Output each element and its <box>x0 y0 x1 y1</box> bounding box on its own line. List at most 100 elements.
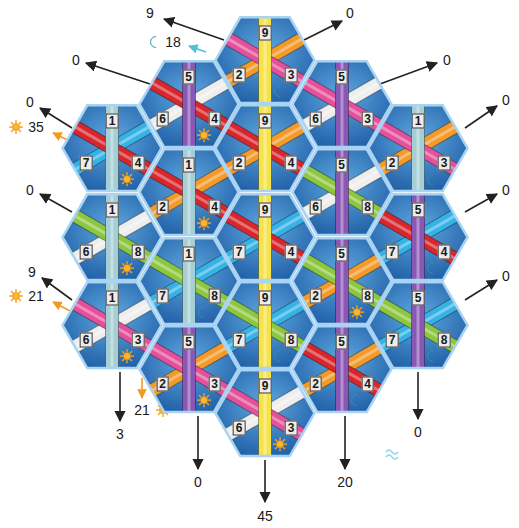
score-label: 18 <box>164 34 182 50</box>
tile-number: 8 <box>361 199 374 214</box>
tile-number: 4 <box>285 155 298 170</box>
tile-number: 7 <box>80 155 93 170</box>
score-label: 0 <box>442 52 452 68</box>
tile-number: 2 <box>156 376 169 391</box>
tile-number: 2 <box>386 155 399 170</box>
tile-number: 5 <box>335 69 348 84</box>
tile-number: 5 <box>182 334 195 349</box>
stripe <box>412 101 425 195</box>
moon-icon <box>427 350 433 361</box>
score-label: 9 <box>145 5 155 21</box>
tile-number: 5 <box>182 69 195 84</box>
sun-icon <box>197 128 211 142</box>
tile-number: 5 <box>412 290 425 305</box>
tile-number: 1 <box>412 113 425 128</box>
tile-number: 3 <box>438 155 451 170</box>
tile-number: 9 <box>259 25 272 40</box>
tile-number: 4 <box>438 244 451 259</box>
tile-border <box>216 370 315 456</box>
sun-icon <box>273 437 287 451</box>
tile-number: 6 <box>309 111 322 126</box>
tile-number: 7 <box>233 332 246 347</box>
stripe <box>106 101 119 195</box>
score-label: 3 <box>115 426 125 442</box>
tile-number: 2 <box>156 199 169 214</box>
score-label: 20 <box>336 474 354 490</box>
tile-number: 1 <box>182 246 195 261</box>
sun-icon <box>120 172 134 186</box>
sun-icon <box>350 305 364 319</box>
tile-number: 3 <box>285 67 298 82</box>
stripe <box>259 278 272 372</box>
tile-number: 7 <box>156 288 169 303</box>
tile-number: 8 <box>285 332 298 347</box>
stripe <box>412 190 425 284</box>
tile-number: 4 <box>361 376 374 391</box>
tile-number: 2 <box>309 288 322 303</box>
tile-number: 2 <box>309 376 322 391</box>
tile-number: 4 <box>285 244 298 259</box>
tile-number: 2 <box>233 67 246 82</box>
score-label: 0 <box>71 52 81 68</box>
score-label: 9 <box>27 264 37 280</box>
tile-number: 2 <box>233 155 246 170</box>
stripe <box>335 145 348 239</box>
stripe <box>259 13 272 107</box>
tile-number: 6 <box>80 332 93 347</box>
tile-number: 6 <box>156 111 169 126</box>
tile-number: 4 <box>132 155 145 170</box>
tile-number: 6 <box>309 199 322 214</box>
score-label: 35 <box>27 119 45 135</box>
tile-number: 3 <box>208 376 221 391</box>
tile-number: 6 <box>80 244 93 259</box>
stripe <box>412 278 425 372</box>
score-label: 0 <box>25 182 35 198</box>
tile-number: 3 <box>132 332 145 347</box>
tile-number: 7 <box>386 244 399 259</box>
tile-number: 5 <box>335 157 348 172</box>
stripe <box>259 366 272 460</box>
tile-number: 1 <box>106 113 119 128</box>
tile-number: 9 <box>259 290 272 305</box>
tile-number: 8 <box>438 332 451 347</box>
tile-number: 5 <box>412 202 425 217</box>
tile-number: 4 <box>208 111 221 126</box>
moon-icon <box>150 37 156 48</box>
moon-icon <box>274 350 280 361</box>
moon-icon <box>351 394 357 405</box>
tile-number: 4 <box>208 199 221 214</box>
stripe <box>335 57 348 151</box>
moon-icon <box>198 306 204 317</box>
score-label: 0 <box>193 474 203 490</box>
tile-number: 3 <box>361 111 374 126</box>
tile-number: 5 <box>335 334 348 349</box>
stripe <box>106 278 119 372</box>
stripe <box>182 234 195 328</box>
sun-icon <box>120 349 134 363</box>
tile-number: 7 <box>233 244 246 259</box>
sun-icon <box>120 261 134 275</box>
sun-icon <box>197 393 211 407</box>
stripe <box>259 101 272 195</box>
hex-tile: 963 <box>214 369 316 457</box>
moon-icon <box>427 173 433 184</box>
sun-icon <box>9 120 23 134</box>
sun-icon <box>197 216 211 230</box>
tile-number: 9 <box>259 113 272 128</box>
tile-number: 5 <box>335 246 348 261</box>
tile-number: 1 <box>182 157 195 172</box>
score-label: 0 <box>413 424 423 440</box>
tile-number: 8 <box>208 288 221 303</box>
score-label: 0 <box>501 268 511 284</box>
tile-number: 7 <box>386 332 399 347</box>
score-label: 0 <box>345 5 355 21</box>
stripe <box>335 234 348 328</box>
tile-number: 1 <box>106 202 119 217</box>
tile-number: 9 <box>259 378 272 393</box>
score-label: 0 <box>501 182 511 198</box>
score-label: 21 <box>133 402 151 418</box>
tile-number: 3 <box>285 420 298 435</box>
stripe <box>259 190 272 284</box>
score-label: 45 <box>256 508 274 524</box>
